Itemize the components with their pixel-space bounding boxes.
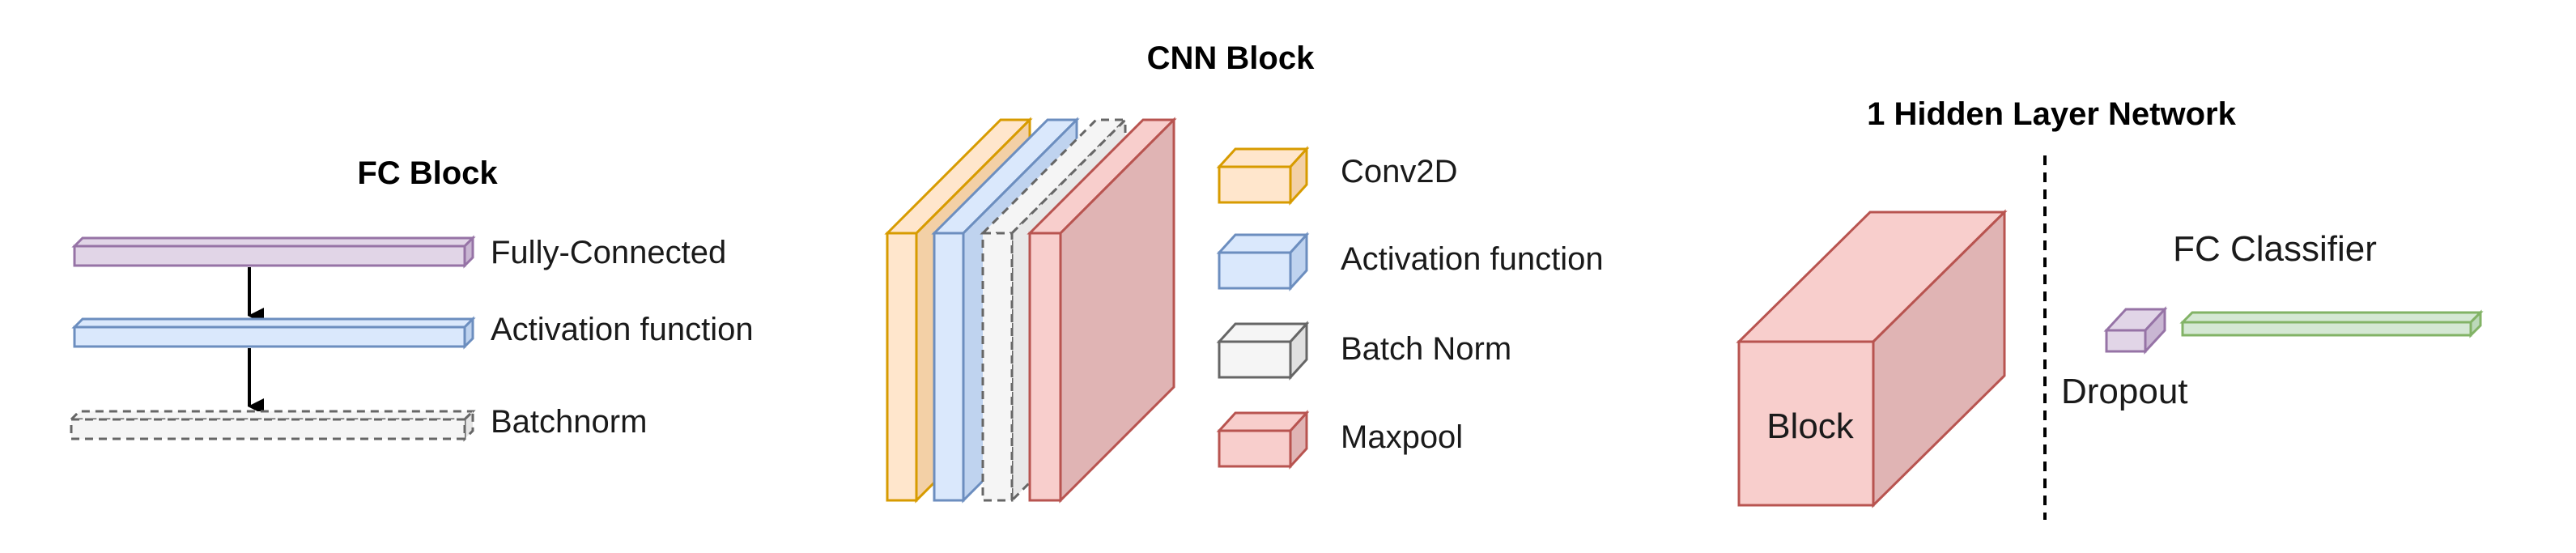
fc-layer-activation [71,316,476,350]
legend-swatch-activation [1216,232,1310,291]
network-block-cube [1736,209,2008,508]
legend-swatch-batchnorm [1216,321,1310,381]
legend-swatch-conv2d [1216,146,1310,206]
network-block-label: Block [1766,406,1855,446]
fc-layer-label-fully-connected: Fully-Connected [491,235,726,270]
cnn-block-section: CNN Block [884,40,1604,504]
fc-layer-label-batchnorm: Batchnorm [491,404,647,440]
fc-block-section: FC Block Fully-Connected Activation func… [68,155,754,442]
legend-label-batchnorm: Batch Norm [1341,331,1511,367]
network-classifier-label: FC Classifier [2173,229,2377,269]
fc-layer-fully-connected [71,235,476,269]
legend-label-activation: Activation function [1341,241,1604,277]
fc-layer-label-activation: Activation function [491,312,754,347]
network-title: 1 Hidden Layer Network [1867,96,2236,132]
fc-block-title: FC Block [357,155,498,191]
legend-label-conv2d: Conv2D [1341,154,1458,189]
legend-swatch-maxpool [1216,410,1310,470]
cnn-block-title: CNN Block [1147,40,1315,76]
legend-label-maxpool: Maxpool [1341,419,1463,455]
cnn-legend: Conv2D Activation function Batch Norm Ma… [1216,146,1604,470]
network-fc-classifier [2179,309,2484,338]
cnn-slab-maxpool [1027,117,1177,504]
network-section: 1 Hidden Layer Network Block Dropout FC … [1736,96,2484,520]
network-dropout-cube [2103,306,2168,355]
fc-layer-batchnorm [68,408,476,442]
network-dropout-label: Dropout [2061,372,2188,411]
